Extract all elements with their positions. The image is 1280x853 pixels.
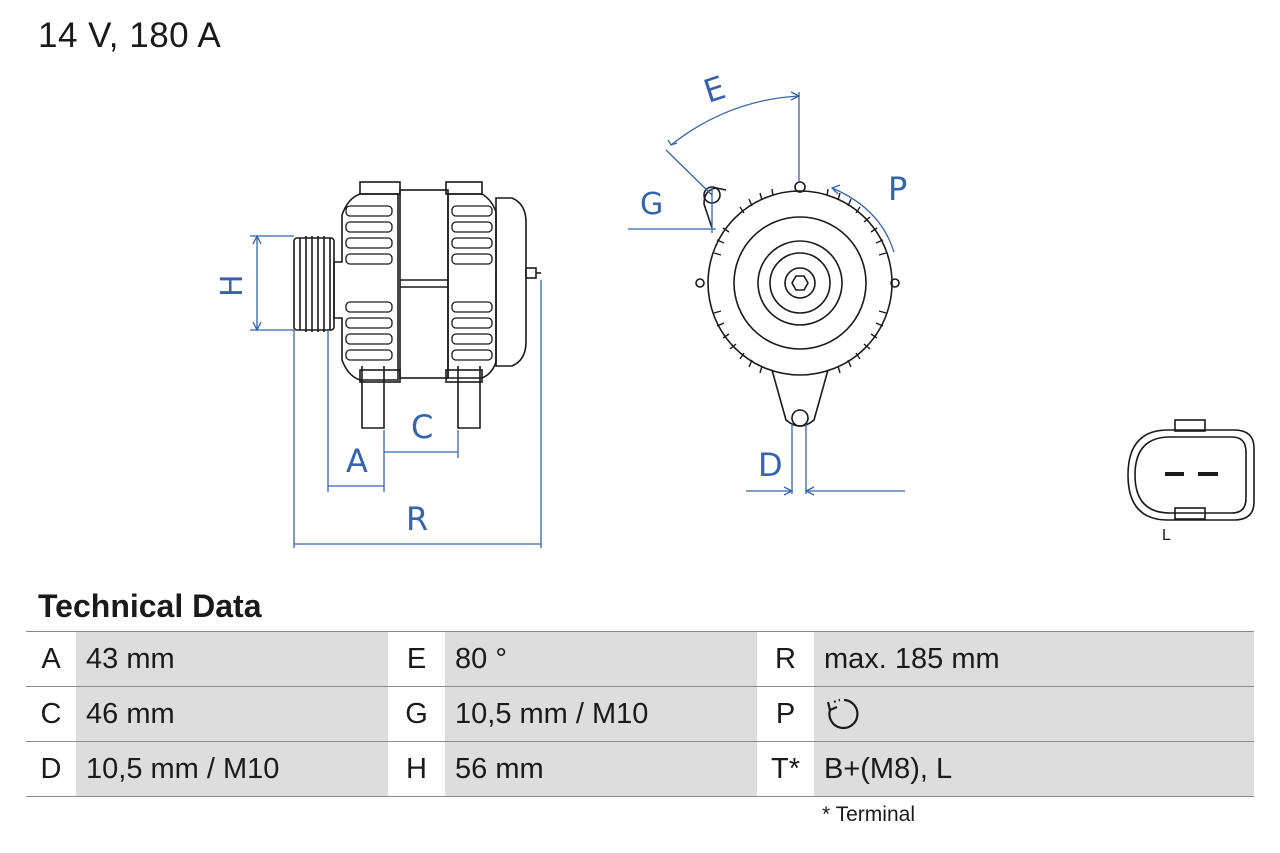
- dim-label-d: D: [758, 446, 783, 484]
- dim-label-p: P: [888, 170, 907, 208]
- side-view: [293, 181, 541, 429]
- pulley-nut: [784, 267, 816, 299]
- rating-title: 14 V, 180 A: [38, 16, 222, 55]
- dim-label-c: C: [411, 408, 433, 446]
- rear-cover: [495, 197, 527, 367]
- mount-foot-rear: [457, 366, 481, 429]
- connector-label: L: [1162, 527, 1171, 544]
- spec-value: 46 mm: [76, 686, 388, 742]
- spec-key: T*: [757, 741, 814, 797]
- mount-hole-lower: [791, 409, 809, 427]
- spec-value: 43 mm: [76, 631, 388, 687]
- spec-key: P: [757, 686, 814, 742]
- technical-data-table: A 43 mm E 80 ° R max. 185 mm C 46 mm G 1…: [26, 631, 1254, 797]
- technical-data-title: Technical Data: [38, 588, 262, 624]
- spec-value: 10,5 mm / M10: [445, 686, 757, 742]
- clockwise-rotation-icon: [826, 698, 859, 730]
- front-view-dimensions: [628, 91, 905, 496]
- spec-key: R: [757, 631, 814, 687]
- stator: [399, 189, 449, 379]
- dim-label-r: R: [406, 500, 428, 538]
- table-row: D 10,5 mm / M10 H 56 mm T* B+(M8), L: [26, 741, 1254, 797]
- spec-key: D: [26, 741, 76, 797]
- table-row: C 46 mm G 10,5 mm / M10 P: [26, 686, 1254, 742]
- alternator-drawing: H C A R: [215, 68, 1255, 548]
- spec-value: B+(M8), L: [814, 741, 1254, 797]
- rear-housing: [445, 181, 497, 383]
- spec-key: C: [26, 686, 76, 742]
- spec-key: H: [388, 741, 445, 797]
- dim-label-g: G: [640, 187, 663, 222]
- spec-key: G: [388, 686, 445, 742]
- spec-value: 80 °: [445, 631, 757, 687]
- pulley: [293, 236, 335, 332]
- front-view: [695, 181, 900, 427]
- mount-foot-front: [361, 366, 385, 429]
- footnote: * Terminal: [822, 803, 915, 826]
- front-housing: [333, 181, 401, 383]
- terminal-stud: [525, 267, 537, 279]
- cooling-fins: [345, 205, 493, 361]
- connector-plug: [1127, 419, 1255, 521]
- side-view-dimensions: [250, 234, 542, 548]
- dim-label-e: E: [699, 68, 730, 110]
- spec-value: 10,5 mm / M10: [76, 741, 388, 797]
- spec-value: 56 mm: [445, 741, 757, 797]
- spec-key: E: [388, 631, 445, 687]
- housing-outline: [707, 190, 893, 376]
- dim-label-h: H: [215, 274, 250, 297]
- spec-key: A: [26, 631, 76, 687]
- table-row: A 43 mm E 80 ° R max. 185 mm: [26, 631, 1254, 687]
- spec-value: max. 185 mm: [814, 631, 1254, 687]
- ventilation-slots: [713, 188, 887, 374]
- spec-value-rotation: [814, 686, 1254, 742]
- dim-label-a: A: [346, 442, 368, 480]
